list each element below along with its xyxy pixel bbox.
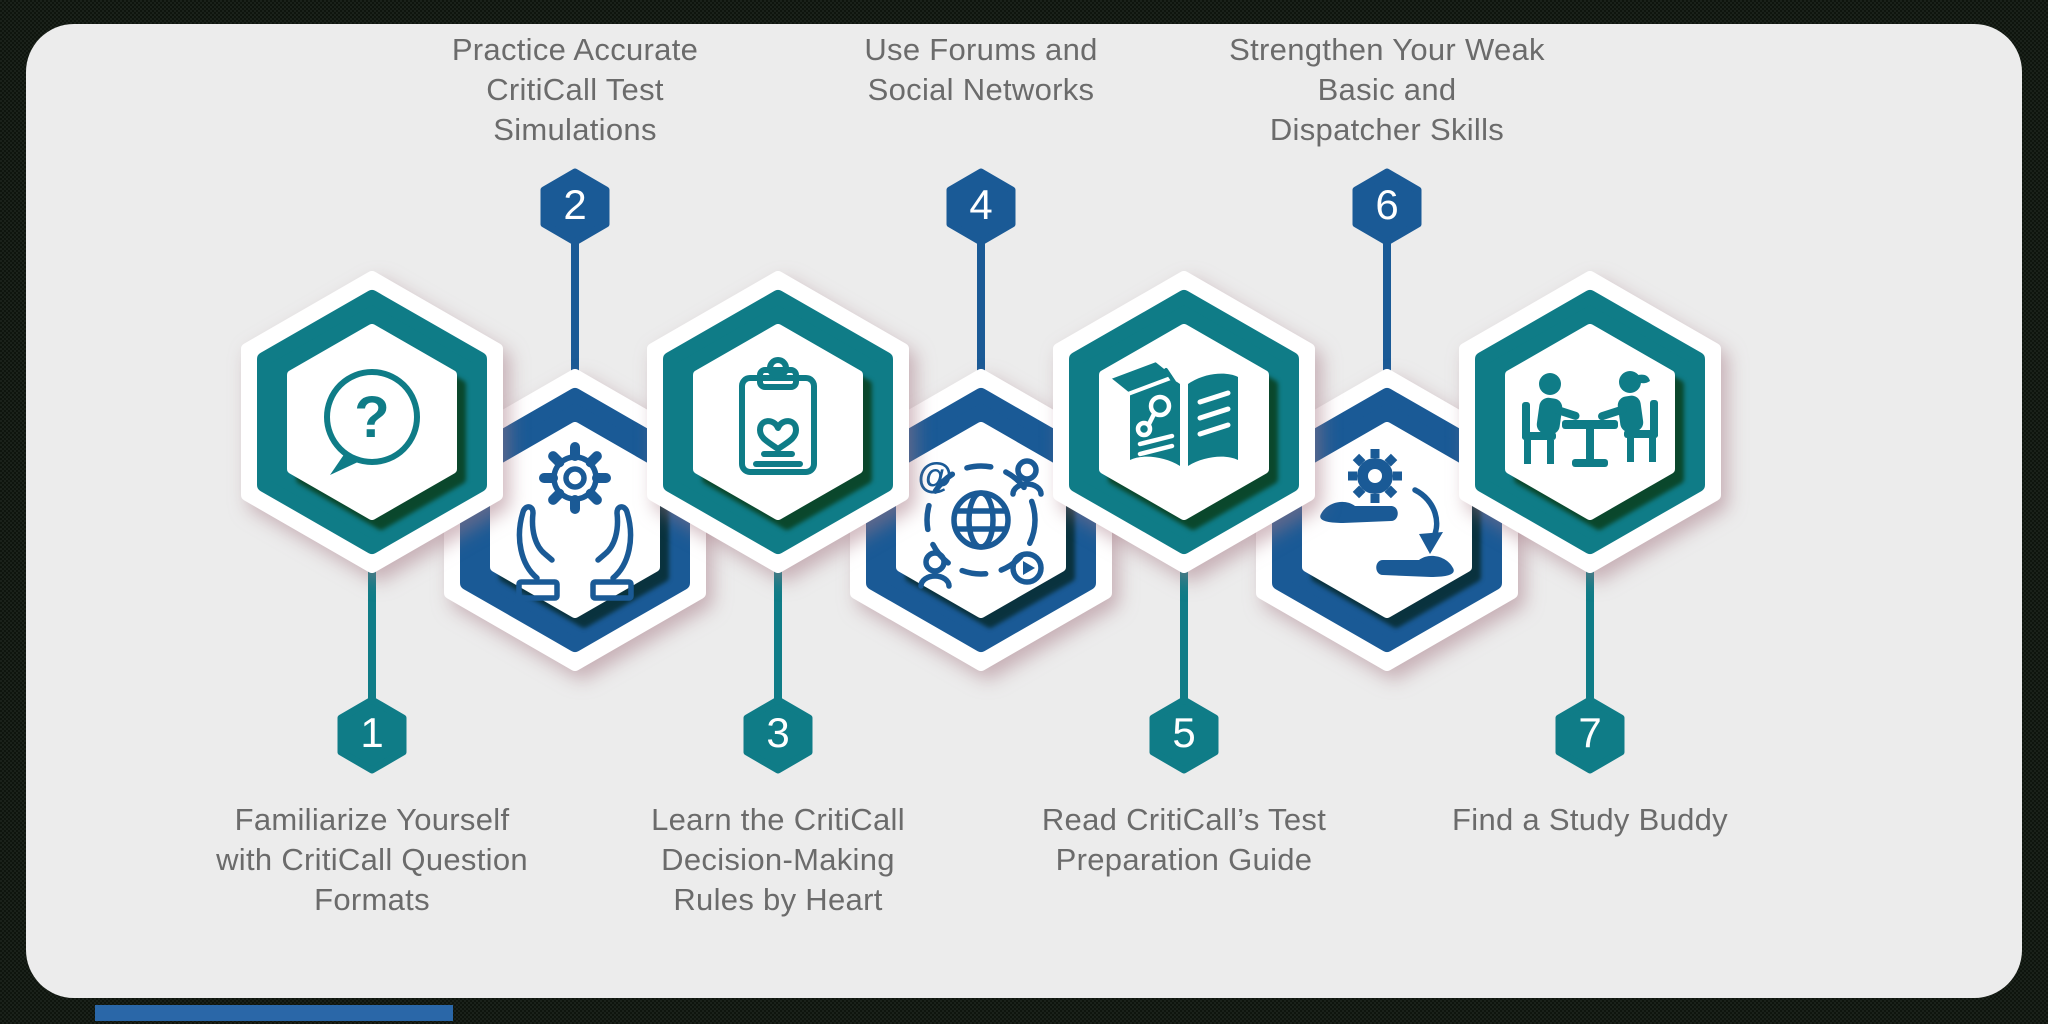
connector-line bbox=[571, 242, 579, 417]
hexagon-inner-white bbox=[693, 324, 863, 520]
step-hexagon: ? bbox=[241, 271, 503, 573]
step-label: Learn the CritiCall Decision-Making Rule… bbox=[651, 802, 905, 917]
study-partners-table-icon bbox=[1522, 371, 1658, 467]
badge-hexagon bbox=[540, 168, 610, 246]
connector-line bbox=[1180, 535, 1188, 701]
hexagon-inner-white bbox=[1099, 324, 1269, 520]
step-label: Use Forums and Social Networks bbox=[864, 32, 1098, 107]
badge-hexagon bbox=[946, 168, 1016, 246]
step-label: Strengthen Your Weak Basic and Dispatche… bbox=[1229, 32, 1545, 147]
hands-holding-gear-icon bbox=[516, 442, 634, 601]
bottom-bar bbox=[95, 1005, 453, 1021]
badge-hexagon bbox=[337, 696, 407, 774]
step-number-badge: 7 bbox=[1555, 696, 1625, 774]
step-number: 5 bbox=[1172, 709, 1196, 757]
step-number: 4 bbox=[969, 181, 993, 229]
step-hexagon bbox=[1459, 271, 1721, 573]
step-hexagon: @ bbox=[850, 369, 1112, 671]
step-label: Find a Study Buddy bbox=[1452, 802, 1728, 837]
step-hexagon bbox=[1256, 369, 1518, 671]
connector-line bbox=[977, 242, 985, 417]
step-number: 6 bbox=[1375, 181, 1399, 229]
step-number-badge: 5 bbox=[1149, 696, 1219, 774]
step-number: 3 bbox=[766, 709, 790, 757]
step-label: Read CritiCall’s Test Preparation Guide bbox=[1041, 802, 1327, 877]
hexagon-inner-white bbox=[287, 324, 457, 520]
badge-hexagon bbox=[1352, 168, 1422, 246]
book-graduation-cap-icon bbox=[1106, 358, 1238, 466]
step-number: 2 bbox=[563, 181, 587, 229]
step-number-badge: 1 bbox=[337, 696, 407, 774]
svg-text:@: @ bbox=[917, 455, 952, 496]
badge-hexagon bbox=[1555, 696, 1625, 774]
connector-line bbox=[1383, 242, 1391, 417]
svg-text:?: ? bbox=[354, 385, 389, 450]
connector-line bbox=[774, 535, 782, 701]
step-number: 7 bbox=[1578, 709, 1602, 757]
step-hexagon bbox=[647, 271, 909, 573]
step-hexagon bbox=[1053, 271, 1315, 573]
badge-hexagon bbox=[1149, 696, 1219, 774]
connector-line bbox=[1586, 535, 1594, 701]
hand-gear-transfer-icon bbox=[1320, 449, 1454, 577]
step-number: 1 bbox=[360, 709, 384, 757]
step-number-badge: 4 bbox=[946, 168, 1016, 246]
connector-line bbox=[368, 535, 376, 701]
question-speech-bubble-icon: ? bbox=[324, 369, 420, 475]
clipboard-heart-icon bbox=[739, 357, 817, 475]
badge-hexagon bbox=[743, 696, 813, 774]
step-number-badge: 3 bbox=[743, 696, 813, 774]
step-hexagon bbox=[444, 369, 706, 671]
step-label: Familiarize Yourself with CritiCall Ques… bbox=[216, 802, 528, 917]
step-number-badge: 6 bbox=[1352, 168, 1422, 246]
step-number-badge: 2 bbox=[540, 168, 610, 246]
step-label: Practice Accurate CritiCall Test Simulat… bbox=[451, 32, 699, 147]
social-network-icon: @ bbox=[917, 455, 1044, 589]
